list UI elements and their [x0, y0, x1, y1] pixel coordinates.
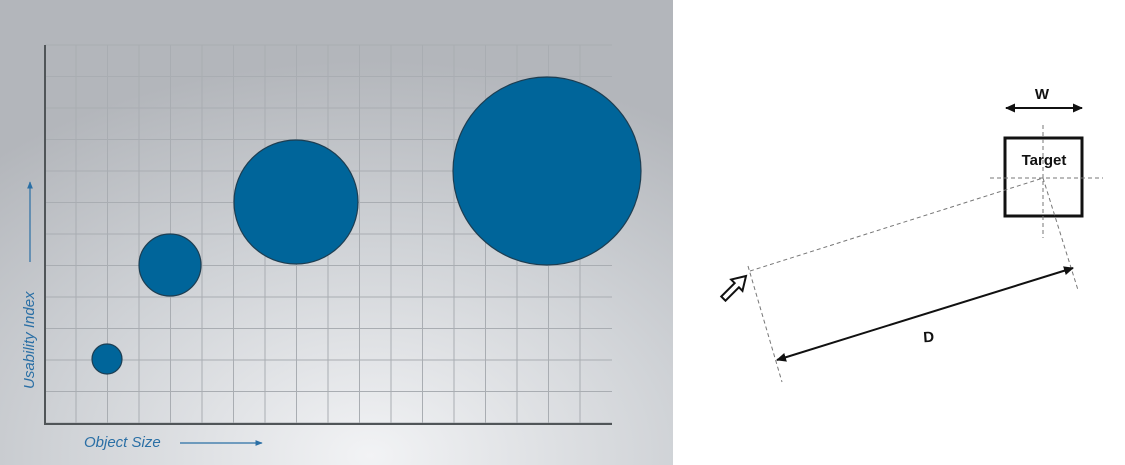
fitts-diagram: W Target D [719, 86, 1103, 383]
circle-xlarge [452, 76, 642, 266]
usability-panel: Object Size Usability Index [0, 0, 673, 465]
path-line [749, 177, 1044, 272]
extension-line-start [747, 265, 783, 383]
distance-arrow [776, 266, 1074, 362]
target-label: Target [1022, 152, 1067, 169]
extension-line-end [1042, 177, 1079, 291]
cursor-icon [719, 274, 748, 303]
x-axis-label: Object Size [84, 434, 161, 451]
circle-small [91, 343, 123, 375]
y-axis-label: Usability Index [21, 291, 38, 389]
width-label: W [1035, 86, 1050, 103]
circle-medium [138, 233, 202, 297]
circle-large [233, 139, 359, 265]
distance-label: D [923, 329, 935, 347]
